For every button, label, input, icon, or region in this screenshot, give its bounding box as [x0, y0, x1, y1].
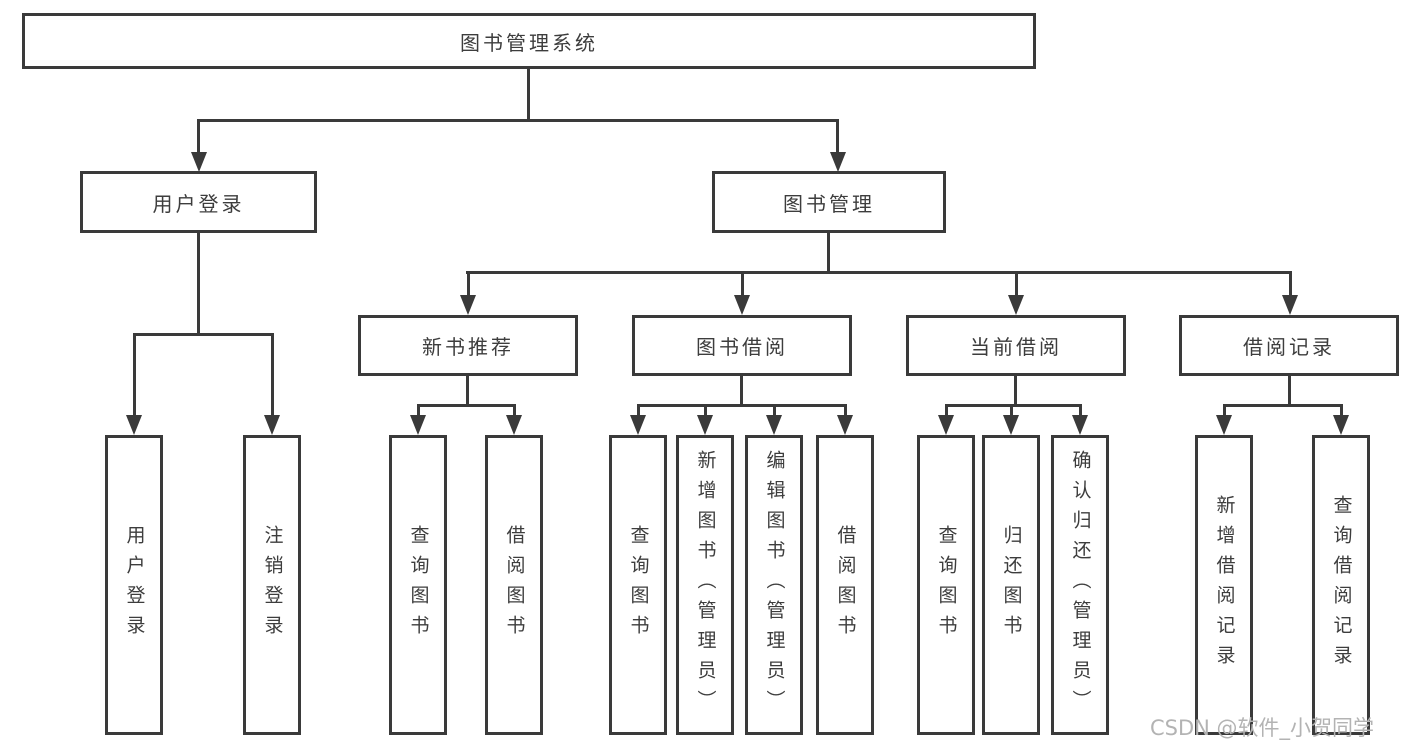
leaf-return-books-label: 归还图书: [1000, 525, 1023, 645]
leaf-user-login-label: 用户登录: [123, 525, 146, 645]
connector-line: [417, 404, 420, 418]
connector-line: [133, 333, 274, 336]
leaf-add-books-admin: 新增图书（管理员）: [676, 435, 734, 735]
connector-line: [945, 404, 948, 418]
node-borrowing-records-label: 借阅记录: [1243, 335, 1335, 359]
connector-line: [1340, 404, 1343, 418]
connector-line: [527, 68, 530, 121]
node-new-book-recommendation-label: 新书推荐: [422, 335, 514, 359]
arrowhead-down-icon: [766, 415, 782, 435]
arrowhead-down-icon: [460, 295, 476, 315]
connector-line: [741, 271, 744, 299]
connector-line: [197, 119, 200, 155]
arrowhead-down-icon: [630, 415, 646, 435]
leaf-query-books-borrow: 查询图书: [609, 435, 667, 735]
connector-line: [197, 232, 200, 336]
arrowhead-down-icon: [1333, 415, 1349, 435]
connector-line: [827, 231, 830, 274]
arrowhead-down-icon: [837, 415, 853, 435]
arrowhead-down-icon: [830, 152, 846, 172]
leaf-edit-books-admin: 编辑图书（管理员）: [745, 435, 803, 735]
leaf-confirm-return-admin-label: 确认归还（管理员）: [1069, 450, 1092, 720]
connector-line: [1010, 404, 1013, 418]
arrowhead-down-icon: [1282, 295, 1298, 315]
connector-line: [466, 271, 1292, 274]
leaf-logout: 注销登录: [243, 435, 301, 735]
connector-line: [1079, 404, 1082, 418]
connector-line: [704, 404, 707, 418]
arrowhead-down-icon: [506, 415, 522, 435]
node-library-system: 图书管理系统: [22, 13, 1036, 69]
connector-line: [740, 375, 743, 407]
connector-line: [773, 404, 776, 418]
arrowhead-down-icon: [1072, 415, 1088, 435]
node-library-system-label: 图书管理系统: [460, 30, 598, 55]
connector-line: [513, 404, 516, 418]
node-book-borrowing-label: 图书借阅: [696, 335, 788, 359]
arrowhead-down-icon: [697, 415, 713, 435]
connector-line: [844, 404, 847, 418]
arrowhead-down-icon: [126, 415, 142, 435]
connector-line: [1289, 271, 1292, 299]
leaf-confirm-return-admin: 确认归还（管理员）: [1051, 435, 1109, 735]
leaf-borrow-books-label: 借阅图书: [834, 525, 857, 645]
connector-line: [467, 271, 470, 299]
leaf-query-borrow-record-label: 查询借阅记录: [1330, 495, 1353, 675]
leaf-borrow-books: 借阅图书: [816, 435, 874, 735]
leaf-add-books-admin-label: 新增图书（管理员）: [694, 450, 717, 720]
arrowhead-down-icon: [938, 415, 954, 435]
node-borrowing-records: 借阅记录: [1179, 315, 1399, 376]
arrowhead-down-icon: [191, 152, 207, 172]
leaf-edit-books-admin-label: 编辑图书（管理员）: [763, 450, 786, 720]
arrowhead-down-icon: [734, 295, 750, 315]
node-current-borrowing: 当前借阅: [906, 315, 1126, 376]
connector-line: [133, 333, 136, 417]
node-current-borrowing-label: 当前借阅: [970, 335, 1062, 359]
connector-line: [271, 333, 274, 417]
leaf-borrow-books-recommend: 借阅图书: [485, 435, 543, 735]
leaf-add-borrow-record: 新增借阅记录: [1195, 435, 1253, 735]
connector-line: [466, 375, 469, 407]
node-new-book-recommendation: 新书推荐: [358, 315, 578, 376]
connector-line: [1015, 271, 1018, 299]
arrowhead-down-icon: [410, 415, 426, 435]
leaf-add-borrow-record-label: 新增借阅记录: [1213, 495, 1236, 675]
leaf-query-books-current: 查询图书: [917, 435, 975, 735]
connector-line: [1223, 404, 1343, 407]
connector-line: [197, 119, 839, 122]
leaf-return-books: 归还图书: [982, 435, 1040, 735]
leaf-query-books-borrow-label: 查询图书: [627, 525, 650, 645]
node-user-login-label: 用户登录: [152, 191, 245, 216]
leaf-query-books-current-label: 查询图书: [935, 525, 958, 645]
connector-line: [1014, 375, 1017, 407]
leaf-query-books-recommend-label: 查询图书: [407, 525, 430, 645]
arrowhead-down-icon: [1008, 295, 1024, 315]
csdn-watermark: CSDN @软件_小贺同学: [1150, 716, 1375, 740]
node-user-login: 用户登录: [80, 171, 317, 233]
node-book-management-label: 图书管理: [783, 191, 875, 216]
leaf-logout-label: 注销登录: [261, 525, 284, 645]
connector-line: [637, 404, 846, 407]
arrowhead-down-icon: [264, 415, 280, 435]
connector-line: [637, 404, 640, 418]
connector-line: [1288, 375, 1291, 407]
node-book-borrowing: 图书借阅: [632, 315, 852, 376]
arrowhead-down-icon: [1216, 415, 1232, 435]
arrowhead-down-icon: [1003, 415, 1019, 435]
leaf-query-borrow-record: 查询借阅记录: [1312, 435, 1370, 735]
connector-line: [945, 404, 1082, 407]
leaf-query-books-recommend: 查询图书: [389, 435, 447, 735]
leaf-user-login: 用户登录: [105, 435, 163, 735]
connector-line: [417, 404, 516, 407]
connector-line: [1223, 404, 1226, 418]
node-book-management: 图书管理: [712, 171, 946, 233]
connector-line: [836, 119, 839, 155]
leaf-borrow-books-recommend-label: 借阅图书: [503, 525, 526, 645]
